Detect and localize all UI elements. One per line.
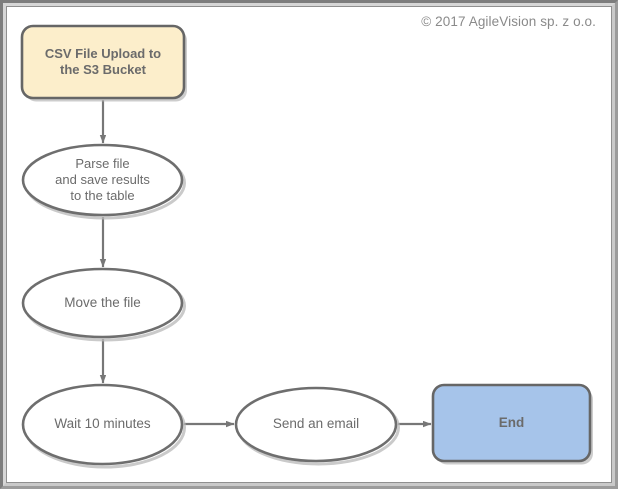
node-move[interactable] (21, 267, 184, 339)
node-start[interactable] (20, 24, 186, 100)
edges-layer (99, 100, 432, 428)
node-wait[interactable] (21, 383, 184, 466)
node-email[interactable] (234, 386, 398, 463)
copyright-notice: © 2017 AgileVision sp. z o.o. (421, 14, 596, 29)
node-parse[interactable] (21, 143, 184, 217)
nodes-layer (20, 24, 593, 469)
node-end[interactable] (431, 383, 592, 463)
